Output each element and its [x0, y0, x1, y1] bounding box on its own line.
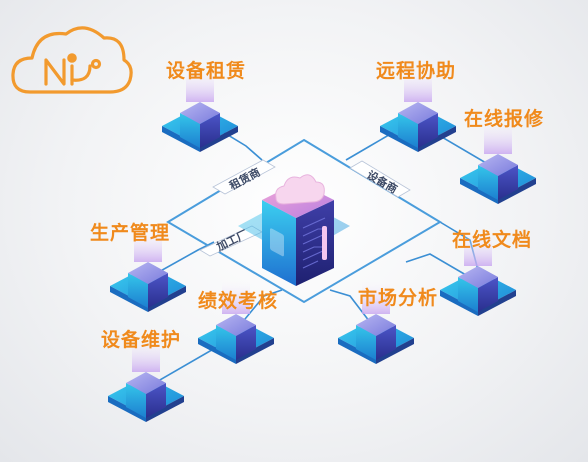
- node-cube-repair: [460, 118, 536, 204]
- label-maintenance: 设备维护: [101, 329, 182, 351]
- label-market: 市场分析: [358, 287, 439, 309]
- connection-line: [147, 241, 215, 279]
- label-kpi: 绩效考核: [198, 290, 279, 312]
- ring-tag-vendor: 设备商: [349, 160, 411, 198]
- central-hub: [238, 174, 350, 286]
- connection-line: [329, 289, 377, 331]
- node-cube-maintenance: [108, 336, 184, 422]
- label-production: 生产管理: [90, 222, 171, 244]
- label-repair: 在线报修: [464, 108, 545, 130]
- label-rental: 设备租赁: [166, 60, 247, 82]
- ring-tag-lessor-text: 租赁商: [227, 165, 263, 193]
- node-cube-production: [110, 226, 186, 312]
- label-docs: 在线文档: [452, 229, 533, 251]
- node-cube-market: [338, 278, 414, 364]
- ring-tag-processor-text: 加工厂: [213, 227, 250, 254]
- node-cube-docs: [440, 230, 516, 316]
- ring-tag-vendor-text: 设备商: [365, 167, 401, 196]
- cloud-cube-icon: [275, 174, 325, 205]
- node-cube-rental: [162, 66, 238, 152]
- connection-line: [235, 289, 283, 331]
- connection-line: [405, 253, 479, 283]
- cloud-logo-icon: [11, 26, 133, 94]
- label-remote: 远程协助: [376, 60, 457, 82]
- node-cube-kpi: [198, 278, 274, 364]
- node-cube-remote: [380, 66, 456, 152]
- ring-tag-lessor: 租赁商: [212, 159, 276, 195]
